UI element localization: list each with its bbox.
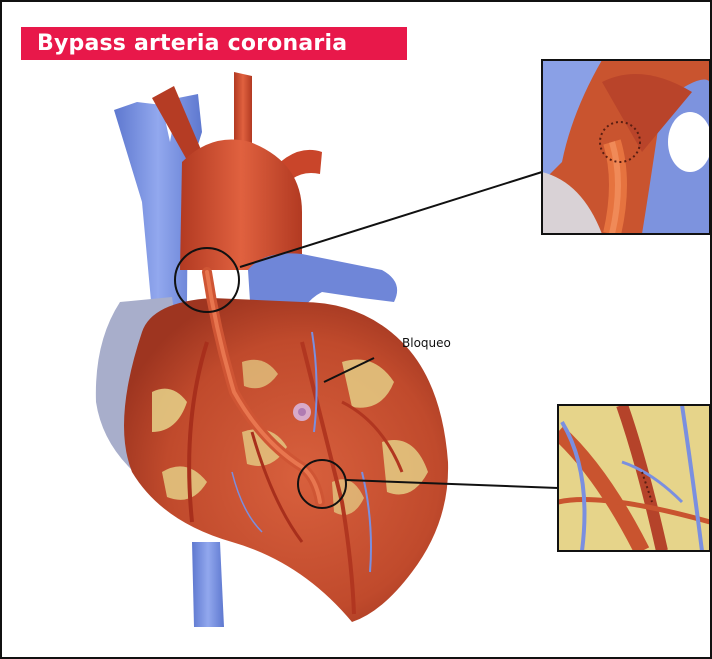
blockage-label: Bloqueo <box>402 336 451 350</box>
inset-top <box>542 60 712 234</box>
inset-bottom <box>558 405 710 551</box>
blockage-marker <box>293 403 311 421</box>
inferior-vena-cava <box>192 542 224 627</box>
